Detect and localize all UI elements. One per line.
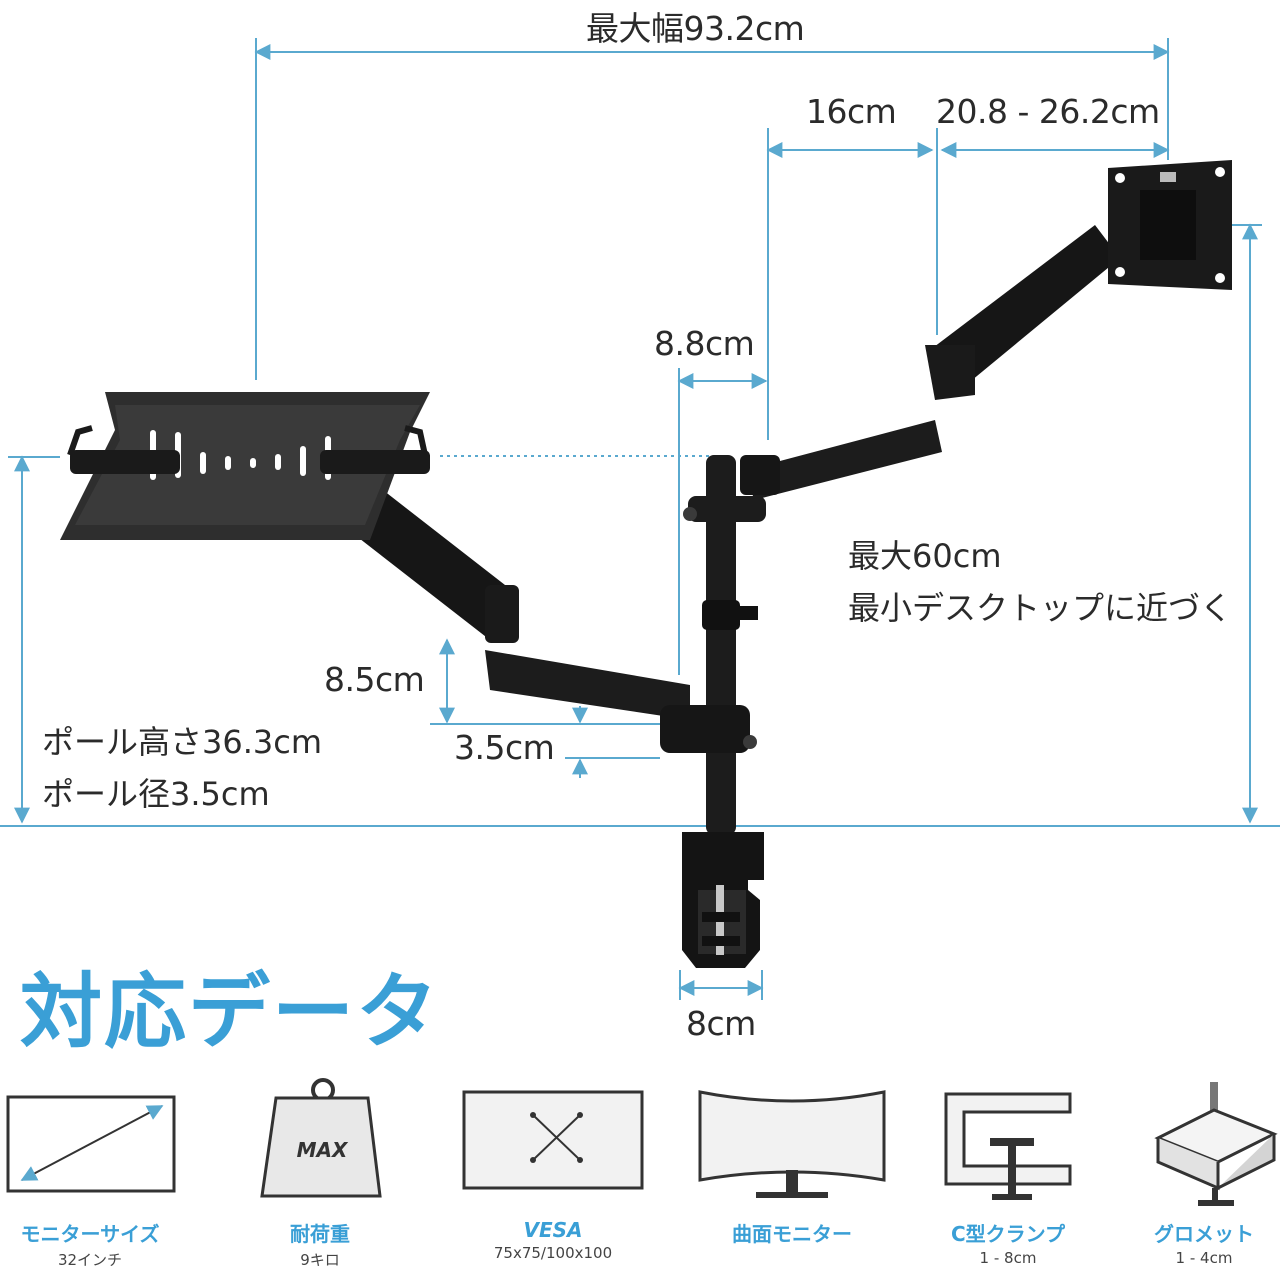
c-clamp-icon: [944, 1092, 1072, 1200]
feature-monitor-size: モニターサイズ 32インチ: [0, 1218, 180, 1270]
vesa-plate: [1108, 160, 1232, 290]
weight-max-text: MAX: [296, 1138, 348, 1162]
vesa-icon: [462, 1090, 644, 1190]
clamp-width-label: 8cm: [686, 1004, 756, 1043]
feature-curved-monitor: 曲面モニター: [702, 1218, 882, 1249]
feature-value: 75x75/100x100: [493, 1244, 613, 1262]
max-width-label: 最大幅93.2cm: [586, 9, 805, 48]
pole-note-line2: ポール径3.5cm: [42, 775, 270, 813]
desk-clamp: [682, 832, 764, 968]
feature-label: 曲面モニター: [732, 1222, 852, 1246]
pole-note-line1: ポール高さ36.3cm: [42, 723, 323, 761]
feature-label: モニターサイズ: [20, 1222, 160, 1246]
feature-label: VESA: [523, 1218, 583, 1242]
feature-captions: モニターサイズ 32インチ 耐荷重 9キロ VESA 75x75/100x100…: [0, 1218, 1280, 1274]
laptop-arm: [355, 480, 757, 753]
feature-value: 32インチ: [57, 1251, 123, 1269]
weight-icon: [260, 1078, 382, 1198]
feature-label: グロメット: [1154, 1222, 1254, 1246]
height-note: 最大60cm 最小デスクトップに近づく: [848, 530, 1232, 634]
arm-segment-label: 16cm: [806, 92, 897, 131]
height-note-line2: 最小デスクトップに近づく: [848, 589, 1233, 627]
feature-label: C型クランプ: [950, 1222, 1066, 1246]
feature-value: 1 - 4cm: [1175, 1249, 1233, 1267]
grommet-icon: [1154, 1082, 1278, 1206]
pole-note: ポール高さ36.3cm ポール径3.5cm: [42, 716, 322, 820]
monitor-arm: [683, 225, 1120, 522]
feature-label: 耐荷重: [290, 1222, 350, 1246]
laptop-tray: [60, 392, 430, 540]
feature-grommet: グロメット 1 - 4cm: [1128, 1218, 1280, 1267]
curved-monitor-icon: [698, 1090, 886, 1198]
feature-value: 1 - 8cm: [979, 1249, 1037, 1267]
vesa-extension-label: 20.8 - 26.2cm: [936, 92, 1160, 131]
arm-drop-label: 8.5cm: [324, 660, 425, 699]
feature-weight: 耐荷重 9キロ: [230, 1218, 410, 1270]
monitor-size-icon: [6, 1095, 176, 1193]
pole-offset-label: 8.8cm: [654, 324, 755, 363]
arm-gap-label: 3.5cm: [454, 728, 555, 767]
height-note-line1: 最大60cm: [848, 537, 1002, 575]
feature-value: 9キロ: [300, 1251, 340, 1269]
section-title: 対応データ: [20, 965, 441, 1060]
feature-c-clamp: C型クランプ 1 - 8cm: [918, 1218, 1098, 1267]
feature-vesa: VESA 75x75/100x100: [463, 1218, 643, 1262]
